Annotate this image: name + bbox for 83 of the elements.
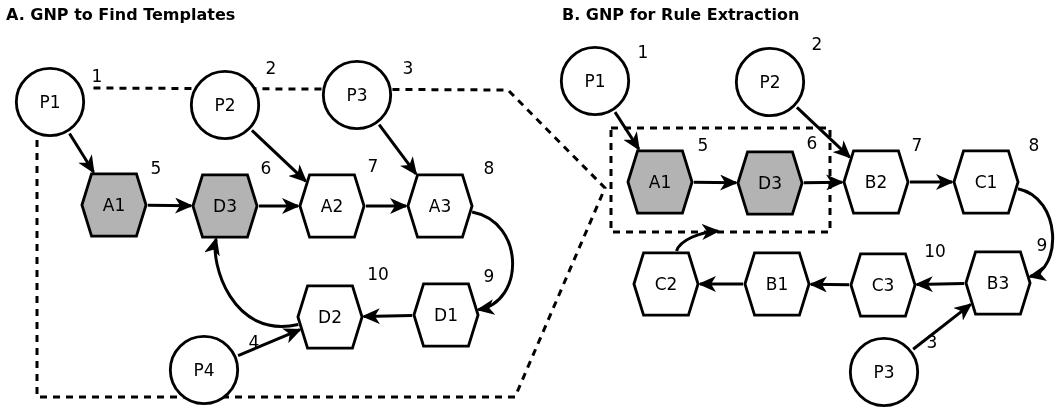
circle-node xyxy=(320,58,394,132)
node-label: A1 xyxy=(648,173,672,191)
node-label: A2 xyxy=(320,197,344,215)
node-number: 10 xyxy=(367,265,389,283)
node-label: P2 xyxy=(214,96,236,114)
node-label: P3 xyxy=(346,86,368,104)
arrow xyxy=(914,276,965,293)
hexagon-node xyxy=(412,282,480,348)
arrow xyxy=(675,224,720,252)
arrow xyxy=(68,132,95,174)
node-number: 5 xyxy=(150,159,162,177)
arrow xyxy=(366,198,408,214)
node-number: 10 xyxy=(924,242,946,260)
circle-node xyxy=(558,44,632,118)
arrow xyxy=(206,237,299,328)
node-number: 3 xyxy=(402,59,414,77)
node-number: 7 xyxy=(367,157,379,175)
arrow xyxy=(259,198,300,214)
node-label: C2 xyxy=(654,275,678,293)
node-number: 2 xyxy=(811,35,823,53)
node-label: C3 xyxy=(871,276,895,294)
arrow xyxy=(250,129,308,183)
arrow xyxy=(808,276,850,293)
arrow xyxy=(698,276,743,292)
node-label: P1 xyxy=(584,72,606,90)
node-number: 9 xyxy=(483,267,495,285)
node-number: 8 xyxy=(1028,136,1040,154)
node-label: D1 xyxy=(434,306,458,324)
hexagon-node xyxy=(191,173,259,239)
node-label: B3 xyxy=(986,274,1010,292)
hexagon-node xyxy=(743,251,811,317)
circle-node xyxy=(167,333,241,407)
hexagon-node xyxy=(842,149,910,215)
arrow xyxy=(361,308,413,325)
node-number: 7 xyxy=(911,136,923,154)
node-number: 6 xyxy=(260,159,272,177)
node-label: A1 xyxy=(102,196,126,214)
hexagon-node xyxy=(736,150,804,216)
circle-node xyxy=(733,45,807,119)
hexagon-node xyxy=(952,149,1020,215)
hexagon-node xyxy=(296,284,364,350)
arrow xyxy=(795,106,852,159)
node-label: P2 xyxy=(759,73,781,91)
hexagon-node xyxy=(626,149,694,215)
arrow xyxy=(377,123,418,176)
node-number: 2 xyxy=(265,59,277,77)
node-label: C1 xyxy=(974,173,998,191)
node-number: 4 xyxy=(248,333,260,351)
node-number: 8 xyxy=(483,159,495,177)
panel-title: A. GNP to Find Templates xyxy=(6,4,236,26)
arrow xyxy=(471,210,514,313)
hexagon-node xyxy=(80,172,148,238)
node-label: B2 xyxy=(864,173,888,191)
node-label: A3 xyxy=(428,197,452,215)
arrow xyxy=(1017,187,1054,278)
hexagon-node xyxy=(406,173,474,239)
hexagon-node xyxy=(964,250,1032,316)
node-label: D3 xyxy=(213,197,237,215)
arrow xyxy=(693,174,739,191)
arrow xyxy=(147,197,194,214)
node-number: 1 xyxy=(91,67,103,85)
node-label: P3 xyxy=(873,363,895,381)
node-number: 9 xyxy=(1036,236,1048,254)
arrow xyxy=(613,111,641,151)
arrow xyxy=(912,303,973,351)
hexagon-node xyxy=(632,251,700,317)
node-number: 6 xyxy=(806,134,818,152)
node-label: B1 xyxy=(765,275,789,293)
panel-title: B. GNP for Rule Extraction xyxy=(562,4,800,26)
node-label: D2 xyxy=(318,308,342,326)
hexagon-node xyxy=(298,173,366,239)
node-number: 1 xyxy=(637,43,649,61)
arrow xyxy=(910,174,954,190)
circle-node xyxy=(847,335,921,409)
node-number: 5 xyxy=(697,136,709,154)
node-label: P1 xyxy=(39,93,61,111)
arrow xyxy=(803,174,845,191)
node-label: D3 xyxy=(758,174,782,192)
circle-node xyxy=(188,68,262,142)
circle-node xyxy=(13,65,87,139)
arrow xyxy=(237,328,302,358)
node-label: P4 xyxy=(193,361,215,379)
hexagon-node xyxy=(849,252,917,318)
